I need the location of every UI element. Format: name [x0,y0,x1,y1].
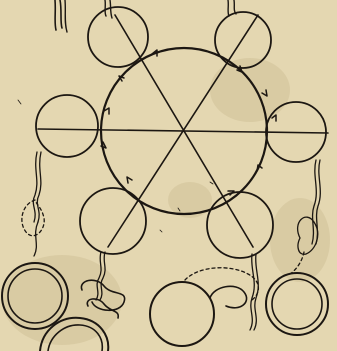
knot-diagram [0,0,337,351]
knot-diagram-figure [0,0,337,351]
